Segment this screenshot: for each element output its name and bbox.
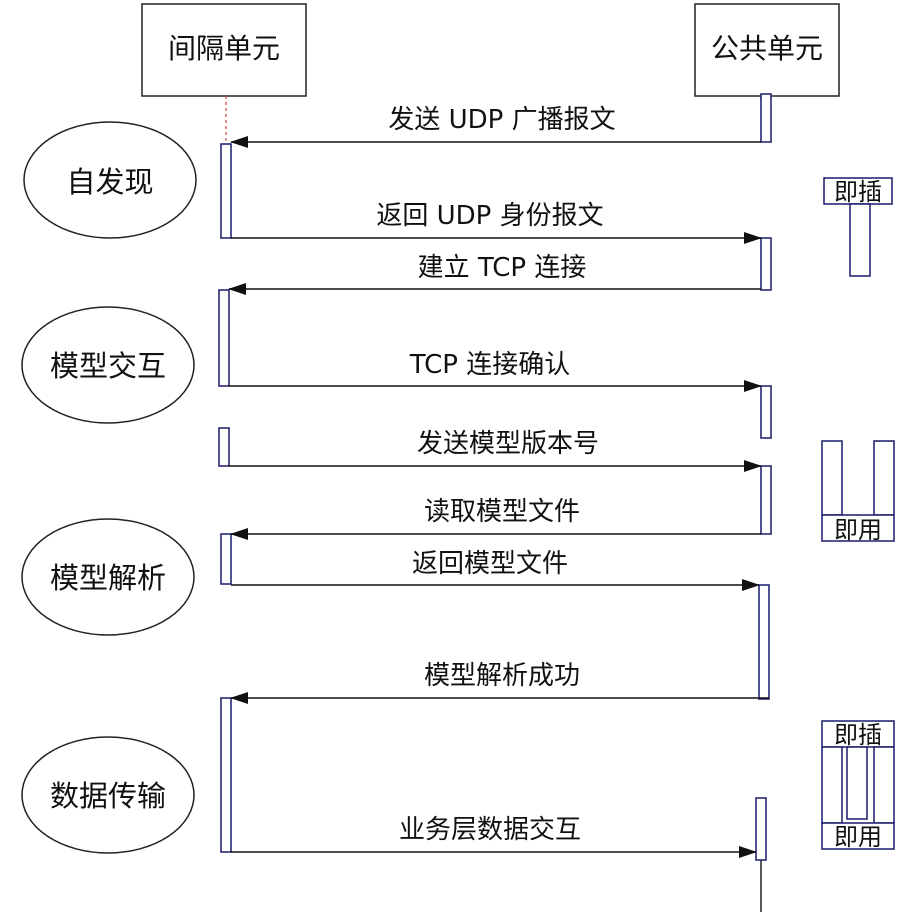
right-activation-6 [755,797,767,861]
use-label-1: 即用 [834,516,882,544]
message-label: 发送 UDP 广播报文 [388,105,615,135]
plug-use-block-2 [821,720,895,850]
message-label: 读取模型文件 [424,497,580,527]
actor-left: 间隔单元 [141,3,307,97]
left-activation-3 [218,427,230,467]
message-label: 返回模型文件 [412,549,568,579]
left-activation-5 [220,697,232,853]
right-activation-5 [758,584,770,700]
message-label: TCP 连接确认 [409,350,570,380]
use-label-2: 即用 [834,823,882,851]
right-activation-3 [760,385,772,439]
actor-right-label: 公共单元 [711,32,823,65]
phase-data-transfer: 数据传输 [21,736,195,854]
message-label: 返回 UDP 身份报文 [376,201,603,231]
actor-left-label: 间隔单元 [168,32,280,65]
phase-label: 模型解析 [50,561,166,595]
phase-model-interaction: 模型交互 [21,306,195,424]
plug-label-1: 即插 [834,178,882,206]
left-activation-4 [220,533,232,585]
message-label: 模型解析成功 [424,661,580,691]
use-block-1 [821,440,895,542]
actor-right: 公共单元 [694,3,840,97]
right-activation-4 [760,465,772,535]
message-label: 发送模型版本号 [417,429,599,459]
phase-label: 数据传输 [50,779,166,813]
phase-label: 自发现 [66,165,153,199]
phase-label: 模型交互 [50,349,166,383]
message-label: 建立 TCP 连接 [418,253,587,283]
plug-label-2: 即插 [834,721,882,749]
left-activation-2 [218,289,230,387]
left-activation-1 [220,143,232,239]
right-activation-1 [760,93,772,143]
message-label: 业务层数据交互 [399,815,581,845]
plug-block-1 [823,177,893,277]
right-activation-2 [760,237,772,291]
phase-model-parsing: 模型解析 [21,518,195,636]
phase-self-discovery: 自发现 [23,121,197,239]
